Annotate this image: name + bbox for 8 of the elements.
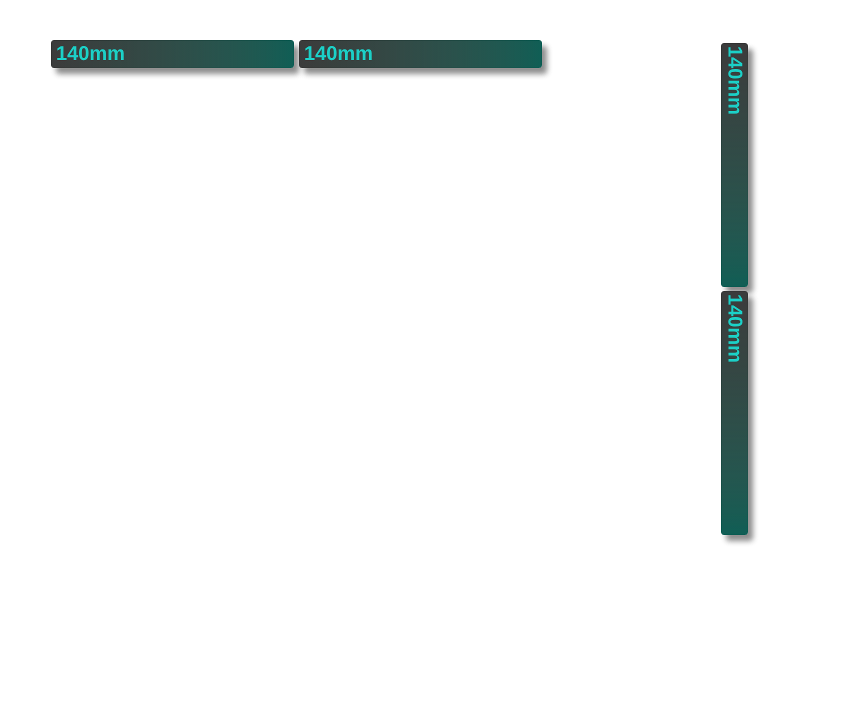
dimension-text: 140mm (724, 46, 744, 115)
bar (299, 40, 542, 68)
dimension-text: 140mm (724, 294, 744, 363)
dimension-text: 140mm (56, 44, 125, 64)
bar (51, 40, 294, 68)
bar (721, 43, 748, 287)
bar (721, 291, 748, 535)
dimension-text: 140mm (304, 44, 373, 64)
